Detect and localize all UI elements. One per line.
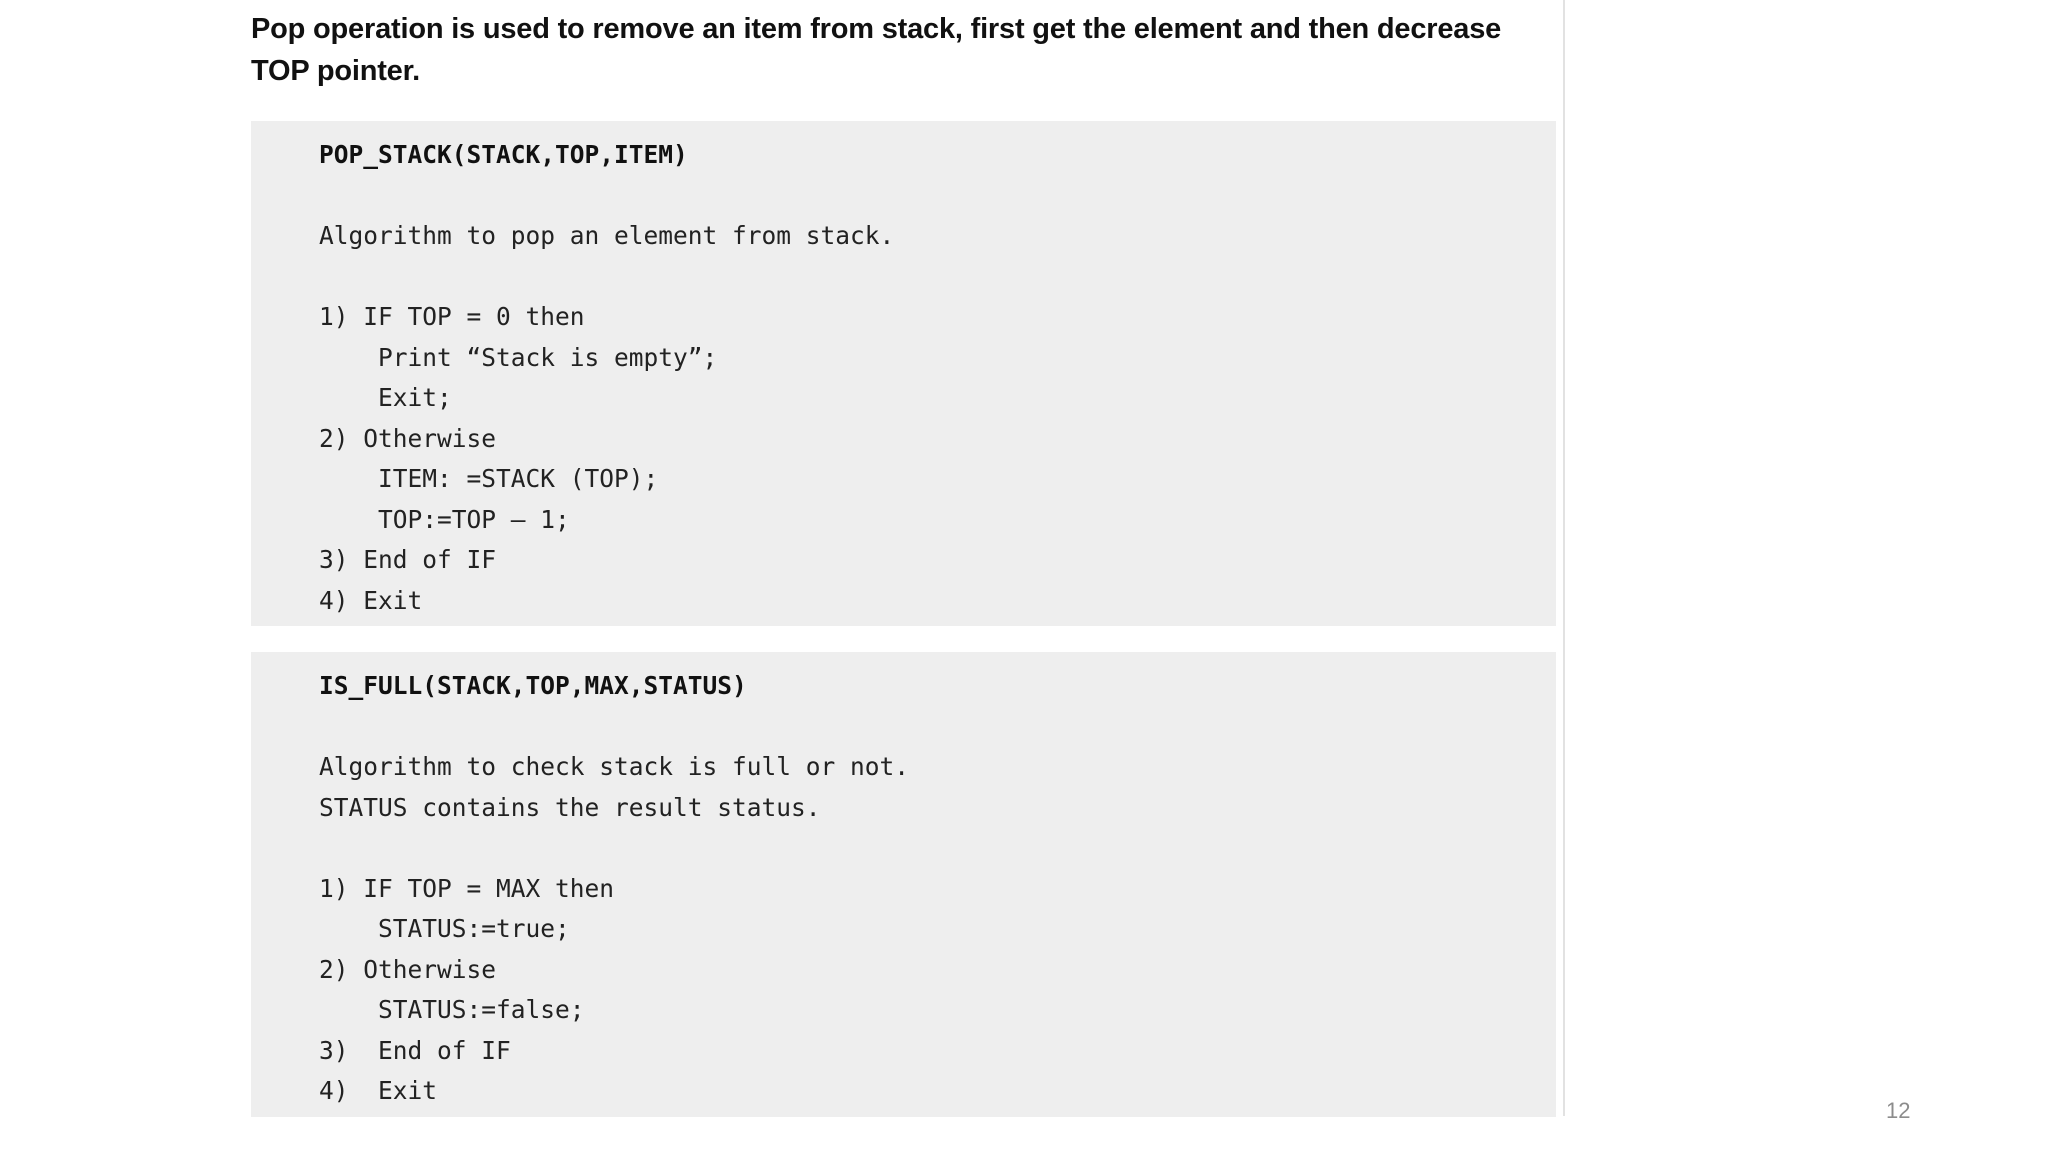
pop-stack-code-block: POP_STACK(STACK,TOP,ITEM) Algorithm to p… <box>251 121 1556 626</box>
code-line: ITEM: =STACK (TOP); <box>319 464 659 493</box>
code-line <box>319 257 1556 298</box>
code-line: 4) Exit <box>319 585 423 615</box>
code-line: STATUS:=false; <box>319 995 585 1024</box>
code-line: STATUS:=true; <box>319 914 570 943</box>
page-number: 12 <box>1886 1098 1911 1123</box>
code-line: Exit; <box>319 383 452 412</box>
is-full-code-block: IS_FULL(STACK,TOP,MAX,STATUS) Algorithm … <box>251 652 1556 1117</box>
code-line-signature: POP_STACK(STACK,TOP,ITEM) <box>319 140 688 169</box>
code-line-description: STATUS contains the result status. <box>319 792 821 822</box>
vertical-divider <box>1563 0 1565 1116</box>
code-line <box>319 707 1556 748</box>
code-line: 3) End of IF <box>319 1035 511 1065</box>
code-line: TOP:=TOP – 1; <box>319 504 570 534</box>
code-line: Print “Stack is empty”; <box>319 342 718 372</box>
code-line: 2) Otherwise <box>319 423 497 453</box>
code-line: 1) IF TOP = MAX then <box>319 873 615 903</box>
code-line: 4) Exit <box>319 1076 438 1105</box>
code-line-signature: IS_FULL(STACK,TOP,MAX,STATUS) <box>319 671 747 700</box>
code-line-description: Algorithm to pop an element from stack. <box>319 221 895 250</box>
code-line-description: Algorithm to check stack is full or not. <box>319 752 910 781</box>
code-line: 3) End of IF <box>319 545 497 574</box>
code-line: 1) IF TOP = 0 then <box>319 302 585 331</box>
code-line <box>319 828 1556 869</box>
code-line <box>319 176 1556 217</box>
code-line: 2) Otherwise <box>319 954 497 984</box>
intro-paragraph: Pop operation is used to remove an item … <box>251 13 1502 87</box>
